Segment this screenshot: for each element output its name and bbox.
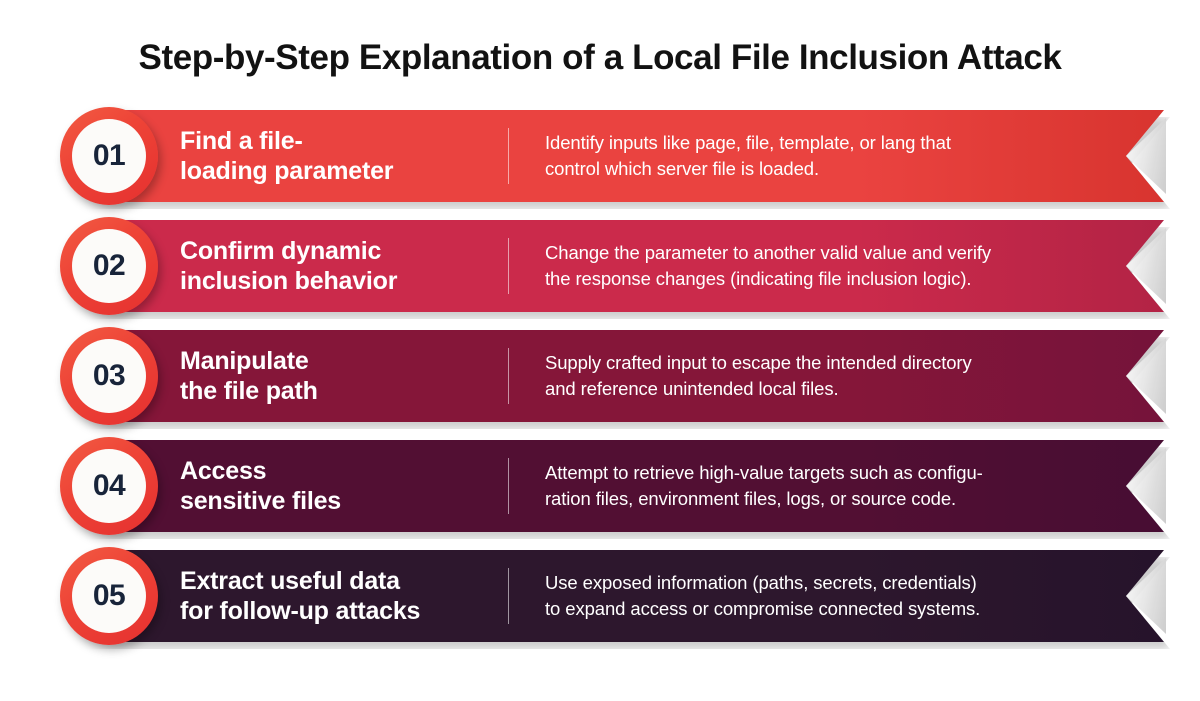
- step-number-badge-inner: 04: [72, 449, 146, 523]
- step-heading: Extract useful data for follow-up attack…: [180, 550, 490, 642]
- step-description: Attempt to retrieve high-value targets s…: [545, 440, 1115, 532]
- step-description-line1: Use exposed information (paths, secrets,…: [545, 571, 977, 593]
- step-description-line2: and reference unintended local files.: [545, 378, 839, 399]
- step-banner: [68, 550, 1164, 642]
- step-number: 04: [92, 469, 126, 502]
- step-description: Use exposed information (paths, secrets,…: [545, 550, 1115, 642]
- step-description-line1: Supply crafted input to escape the inten…: [545, 351, 972, 373]
- step-heading-line1: Manipulate: [180, 346, 309, 375]
- step-heading: Access sensitive files: [180, 440, 490, 532]
- step-description-line2: ration files, environment files, logs, o…: [545, 488, 957, 509]
- step-number-badge: 05: [60, 547, 158, 645]
- step-heading-line2: loading parameter: [180, 157, 394, 185]
- step-row: Manipulate the file path Supply crafted …: [0, 327, 1200, 440]
- step-number: 05: [92, 579, 126, 612]
- step-description-line1: Identify inputs like page, file, templat…: [545, 131, 951, 153]
- step-heading: Find a file- loading parameter: [180, 110, 490, 202]
- step-number-badge-inner: 05: [72, 559, 146, 633]
- divider: [508, 348, 509, 404]
- step-banner: [68, 110, 1164, 202]
- step-number-badge: 03: [60, 327, 158, 425]
- divider: [508, 568, 509, 624]
- step-number-badge-inner: 01: [72, 119, 146, 193]
- step-description: Supply crafted input to escape the inten…: [545, 330, 1115, 422]
- step-banner: [68, 440, 1164, 532]
- step-description-line2: to expand access or compromise connected…: [545, 598, 981, 619]
- step-description-line1: Attempt to retrieve high-value targets s…: [545, 461, 983, 483]
- page-title: Step-by-Step Explanation of a Local File…: [138, 38, 1062, 77]
- divider: [508, 128, 509, 184]
- step-heading-line1: Confirm dynamic: [180, 236, 382, 265]
- step-number: 01: [92, 139, 126, 172]
- step-banner: [68, 330, 1164, 422]
- step-number-badge: 01: [60, 107, 158, 205]
- step-heading-line1: Find a file-: [180, 126, 303, 155]
- step-description-line2: the response changes (indicating file in…: [545, 268, 972, 289]
- step-description-line1: Change the parameter to another valid va…: [545, 241, 992, 263]
- step-row: Access sensitive files Attempt to retrie…: [0, 437, 1200, 550]
- step-row: Extract useful data for follow-up attack…: [0, 547, 1200, 660]
- step-row: Find a file- loading parameter Identify …: [0, 107, 1200, 220]
- steps-list: Find a file- loading parameter Identify …: [0, 107, 1200, 660]
- divider: [508, 238, 509, 294]
- step-heading-line2: for follow-up attacks: [180, 597, 421, 625]
- step-heading-line1: Extract useful data: [180, 566, 400, 595]
- step-number-badge: 02: [60, 217, 158, 315]
- step-heading-line2: the file path: [180, 377, 318, 405]
- step-heading: Manipulate the file path: [180, 330, 490, 422]
- step-heading: Confirm dynamic inclusion behavior: [180, 220, 490, 312]
- step-description-line2: control which server file is loaded.: [545, 158, 820, 179]
- step-heading-line2: inclusion behavior: [180, 267, 398, 295]
- step-banner: [68, 220, 1164, 312]
- step-row: Confirm dynamic inclusion behavior Chang…: [0, 217, 1200, 330]
- step-number: 03: [92, 359, 126, 392]
- step-number-badge-inner: 03: [72, 339, 146, 413]
- step-description: Change the parameter to another valid va…: [545, 220, 1115, 312]
- step-number: 02: [92, 249, 126, 282]
- step-heading-line1: Access: [180, 456, 267, 485]
- step-heading-line2: sensitive files: [180, 487, 341, 515]
- step-description: Identify inputs like page, file, templat…: [545, 110, 1115, 202]
- step-number-badge: 04: [60, 437, 158, 535]
- divider: [508, 458, 509, 514]
- step-number-badge-inner: 02: [72, 229, 146, 303]
